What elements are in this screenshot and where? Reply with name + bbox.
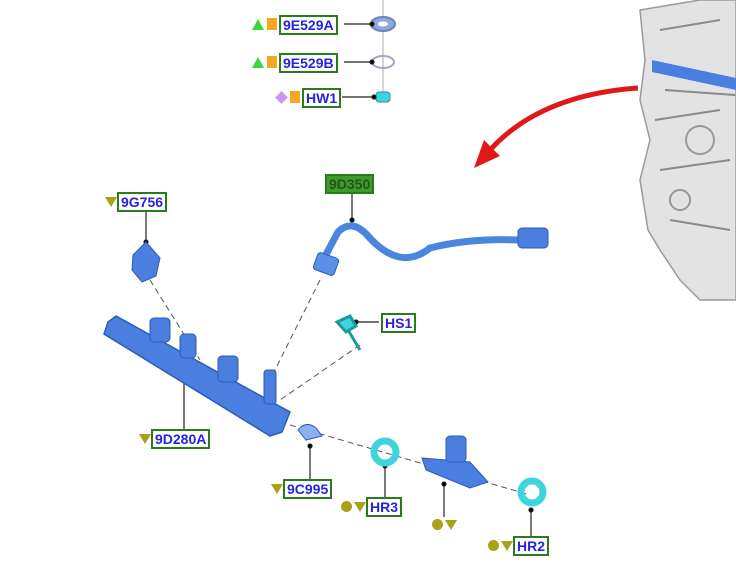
part-label-9C995[interactable]: 9C995 [283, 479, 333, 499]
triangle-down-icon [105, 197, 117, 207]
part-label-HS1[interactable]: HS1 [381, 313, 417, 333]
fuel-line-9D350 [318, 222, 521, 264]
circle-icon [432, 519, 443, 530]
triangle-down-icon [445, 520, 457, 530]
circle-icon [341, 501, 352, 512]
fuel-rail-9D280A [103, 315, 291, 437]
bolt-HS1 [334, 314, 362, 351]
square-icon [267, 18, 277, 30]
part-label-9E529B[interactable]: 9E529B [279, 53, 338, 73]
triangle-up-icon [252, 19, 264, 30]
part-label-9G756[interactable]: 9G756 [117, 192, 168, 212]
triangle-down-icon [271, 484, 283, 494]
seal-HR3 [370, 437, 400, 467]
part-label-HR2[interactable]: HR2 [513, 536, 550, 556]
clip-9C995 [297, 424, 323, 441]
triangle-down-icon [354, 502, 366, 512]
square-icon [267, 56, 277, 68]
circle-icon [488, 540, 499, 551]
triangle-down-icon [501, 541, 513, 551]
part-label-9D350[interactable]: 9D350 [325, 174, 375, 194]
part-label-9D280A[interactable]: 9D280A [151, 429, 211, 449]
part-label-HW1[interactable]: HW1 [302, 88, 342, 108]
red-arrow [488, 85, 639, 152]
sensor-9G756 [131, 241, 161, 283]
engine-image [639, 0, 736, 301]
seal-HR2 [517, 477, 547, 507]
part-label-HR3[interactable]: HR3 [366, 497, 403, 517]
triangle-up-icon [252, 57, 264, 68]
square-icon [290, 91, 300, 103]
triangle-down-icon [139, 434, 151, 444]
part-label-9E529A[interactable]: 9E529A [279, 15, 338, 35]
washer-HW1 [375, 91, 391, 103]
